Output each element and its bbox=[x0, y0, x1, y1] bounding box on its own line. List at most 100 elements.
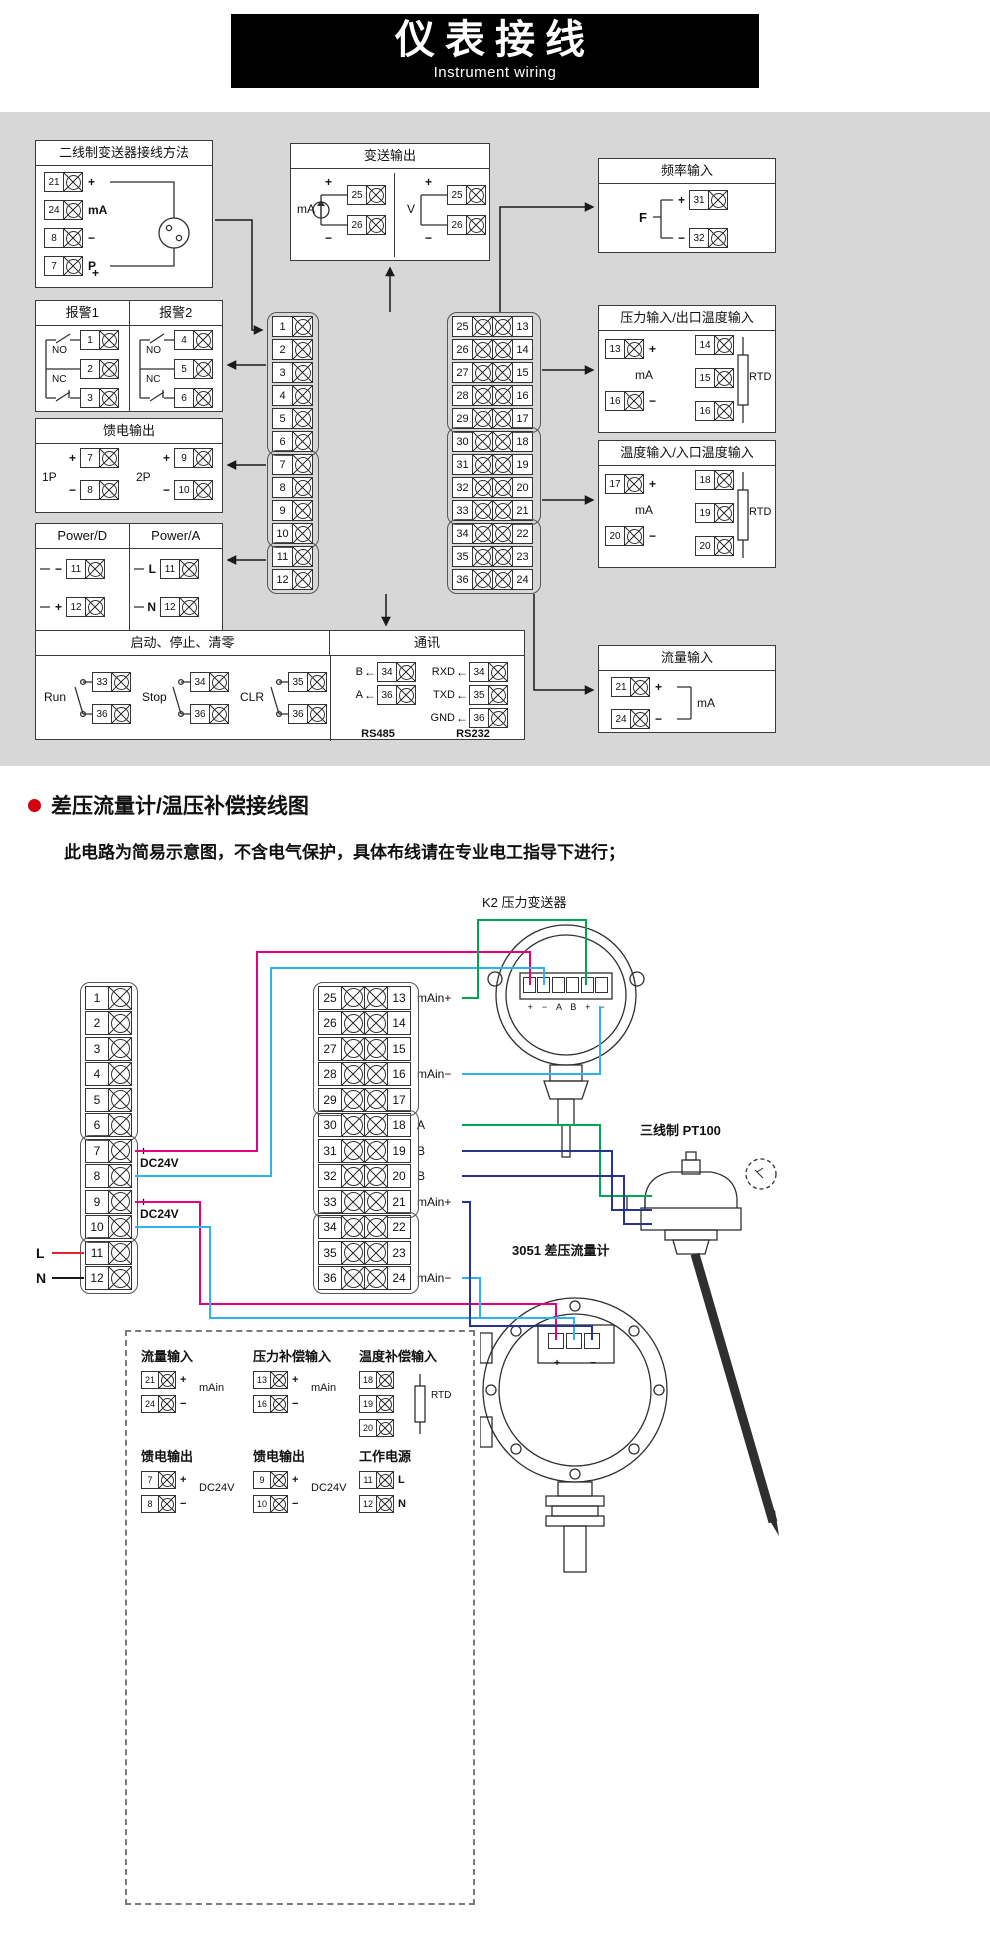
terminal-screw-icon bbox=[488, 708, 508, 728]
terminal-number: 24 bbox=[387, 1266, 411, 1291]
terminal-19: 19 bbox=[492, 454, 533, 475]
terminal-screw-icon bbox=[472, 339, 493, 360]
comm-row: A←36 bbox=[335, 685, 416, 705]
mini-row: 24− bbox=[141, 1392, 247, 1416]
terminal-8: 8 bbox=[141, 1495, 176, 1513]
terminal-number: 24 bbox=[141, 1395, 159, 1413]
terminal-11: 11 bbox=[359, 1471, 394, 1489]
arrow-left-icon: ← bbox=[364, 665, 376, 679]
terminal-screw-icon bbox=[714, 335, 734, 355]
terminal-screw-icon bbox=[341, 1240, 365, 1265]
terminal-screw-icon bbox=[376, 1371, 394, 1389]
contact-symbol bbox=[45, 333, 80, 402]
terminal-number: 9 bbox=[85, 1189, 109, 1214]
terminal-row: 7 bbox=[85, 1138, 132, 1164]
terminal-label: mAin− bbox=[417, 1067, 452, 1082]
mini-title: 馈电输出 bbox=[253, 1449, 306, 1464]
dp-terminal-strip bbox=[548, 1333, 602, 1349]
terminal-3: 3 bbox=[80, 388, 119, 408]
terminal-number: 31 bbox=[689, 190, 709, 210]
terminal-number: 27 bbox=[452, 362, 473, 383]
rtd-label: RTD bbox=[431, 1390, 452, 1401]
terminal-17: 17 bbox=[492, 408, 533, 429]
arrow-left-icon: ← bbox=[456, 688, 468, 702]
terminal-row: 2 bbox=[272, 338, 313, 361]
terminal-26: 26 bbox=[452, 339, 493, 360]
terminal-number: 16 bbox=[387, 1062, 411, 1087]
terminal-screw-icon bbox=[364, 1138, 388, 1163]
plus-sign: + bbox=[325, 175, 333, 189]
terminal-14: 14 bbox=[364, 1011, 411, 1036]
terminal-32: 32 bbox=[689, 228, 728, 248]
terminal-number: 30 bbox=[452, 431, 473, 452]
terminal-number: 25 bbox=[452, 316, 473, 337]
terminal-screw-icon bbox=[99, 388, 119, 408]
terminal-20: 20 bbox=[492, 477, 533, 498]
terminal-screw-icon bbox=[492, 569, 513, 590]
terminal-number: 36 bbox=[190, 704, 210, 724]
terminal-13: 13 bbox=[364, 985, 411, 1010]
terminal-screw-icon bbox=[396, 685, 416, 705]
terminal-number: 1 bbox=[272, 316, 293, 337]
power-d-title: Power/D bbox=[36, 524, 130, 548]
terminal-row: 3 bbox=[85, 1036, 132, 1062]
terminal-screw-icon bbox=[364, 1036, 388, 1061]
mini-unit: mAin bbox=[311, 1382, 337, 1394]
terminal-row: 5 bbox=[85, 1087, 132, 1113]
terminal-9: 9 bbox=[174, 448, 213, 468]
terminal-3: 3 bbox=[272, 362, 313, 383]
terminal-27: 27 bbox=[452, 362, 493, 383]
terminal-screw-icon bbox=[492, 362, 513, 383]
terminal-number: 12 bbox=[160, 597, 180, 617]
terminal-number: 36 bbox=[452, 569, 473, 590]
terminal-number: 5 bbox=[174, 359, 194, 379]
terminal-screw-icon bbox=[364, 1240, 388, 1265]
terminal-number: 16 bbox=[512, 385, 533, 406]
terminal-number: 10 bbox=[253, 1495, 271, 1513]
terminal-number: 32 bbox=[318, 1164, 342, 1189]
terminal-screw-icon bbox=[341, 1189, 365, 1214]
terminal-screw-icon bbox=[472, 431, 493, 452]
terminal-16: 16 bbox=[492, 385, 533, 406]
terminal-row: 6 bbox=[85, 1113, 132, 1139]
terminal-row: 4 bbox=[272, 384, 313, 407]
terminal-number: 1 bbox=[80, 330, 100, 350]
terminal-1: 1 bbox=[85, 985, 132, 1010]
terminal-number: 18 bbox=[387, 1113, 411, 1138]
terminal-row: 1 bbox=[85, 985, 132, 1011]
switch-symbol bbox=[172, 678, 190, 718]
terminal-screw-icon bbox=[292, 546, 313, 567]
terminal-number: 2 bbox=[85, 1011, 109, 1036]
terminal-row: 4 bbox=[85, 1062, 132, 1088]
dp-flowmeter-wiring-section: 差压流量计/温压补偿接线图 此电路为简易示意图，不含电气保护，具体布线请在专业电… bbox=[0, 766, 990, 1941]
box-title: 变送输出 bbox=[291, 144, 489, 169]
terminal-34: 34 bbox=[190, 672, 229, 692]
terminal-screw-icon bbox=[341, 1138, 365, 1163]
terminal-number: 3 bbox=[80, 388, 100, 408]
dp-body bbox=[479, 1297, 668, 1573]
terminal-2: 2 bbox=[85, 1011, 132, 1036]
terminal-screw-icon bbox=[364, 1215, 388, 1240]
terminal-number: 13 bbox=[387, 985, 411, 1010]
flow-unit: mA bbox=[697, 696, 715, 710]
terminal-number: 18 bbox=[695, 470, 715, 490]
terminal-number: 18 bbox=[359, 1371, 377, 1389]
terminal-number: 11 bbox=[359, 1471, 377, 1489]
loop-unit: mA bbox=[635, 368, 653, 382]
terminal-number: 26 bbox=[447, 215, 467, 235]
rtd-resistor bbox=[737, 337, 749, 423]
terminal-screw-icon bbox=[366, 185, 386, 205]
terminal-number: 23 bbox=[512, 546, 533, 567]
terminal-screw-icon bbox=[292, 454, 313, 475]
terminal-label: mAin+ bbox=[417, 990, 452, 1005]
terminal-number: 35 bbox=[288, 672, 308, 692]
feed-group-2P: 2P+9−10 bbox=[136, 444, 224, 512]
